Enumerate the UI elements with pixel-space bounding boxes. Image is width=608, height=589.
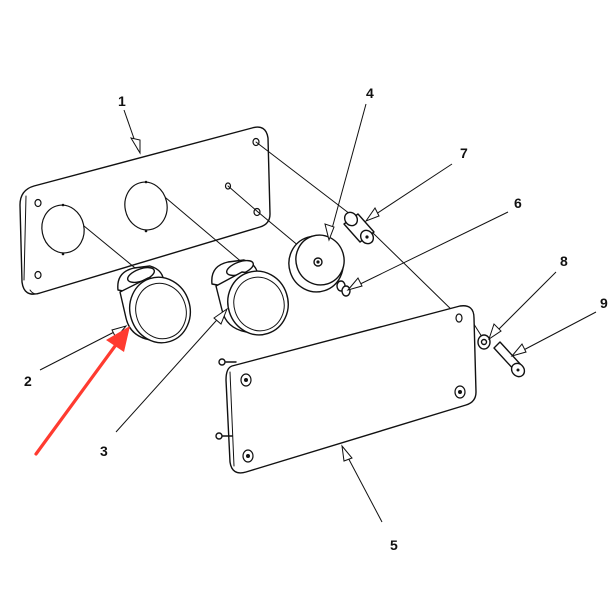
callout-label: 9 <box>600 295 608 311</box>
callout-label: 1 <box>118 93 126 109</box>
panel-plate <box>19 126 271 295</box>
callout-label: 4 <box>366 85 374 101</box>
callout-label: 8 <box>560 253 568 269</box>
callout-label: 6 <box>514 195 522 211</box>
small-nut <box>336 280 351 297</box>
screw <box>493 341 526 378</box>
standoff <box>343 211 375 245</box>
callout-label: 2 <box>24 373 32 389</box>
highlight-arrow <box>34 326 130 456</box>
leaders <box>39 103 597 523</box>
rear-cover-plate <box>215 305 477 474</box>
callout-labels: 1 2 3 4 5 6 7 8 9 <box>24 85 608 553</box>
callout-label: 7 <box>460 145 468 161</box>
indicator-lamp-left <box>117 265 191 344</box>
washer <box>477 334 491 350</box>
callout-label: 5 <box>390 537 398 553</box>
callout-label: 3 <box>100 443 108 459</box>
indicator-lamp-center <box>211 259 289 336</box>
disc-cap <box>288 234 345 293</box>
